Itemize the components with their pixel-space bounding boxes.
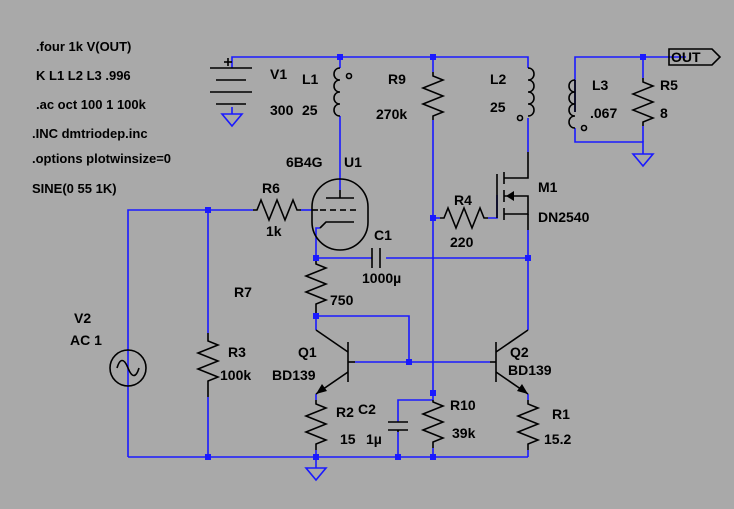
ground-symbol-main [304, 457, 328, 482]
v1-value[interactable]: 300 [270, 102, 294, 118]
l1-value[interactable]: 25 [302, 102, 318, 118]
wire-q1-base-link[interactable] [316, 315, 410, 362]
ground-symbol-r5 [631, 153, 655, 168]
l2-value[interactable]: 25 [490, 99, 506, 115]
r5-name[interactable]: R5 [660, 77, 678, 93]
wire-r4-gate[interactable] [488, 195, 498, 219]
resistor-r2-symbol[interactable] [303, 400, 329, 450]
wire-out-bottom[interactable] [574, 128, 644, 154]
u1-name[interactable]: U1 [344, 154, 362, 170]
l2-name[interactable]: L2 [490, 71, 507, 87]
ground-symbol-v1 [220, 113, 244, 128]
mosfet-m1-symbol[interactable] [496, 152, 529, 230]
r10-name[interactable]: R10 [450, 397, 476, 413]
q1-model[interactable]: BD139 [272, 367, 316, 383]
v2-name[interactable]: V2 [74, 310, 91, 326]
q2-name[interactable]: Q2 [510, 344, 529, 360]
r1-value[interactable]: 15.2 [544, 431, 571, 447]
capacitor-c2-symbol[interactable] [388, 421, 408, 432]
u1-model[interactable]: 6B4G [286, 154, 323, 170]
l3-name[interactable]: L3 [592, 77, 609, 93]
r3-name[interactable]: R3 [228, 344, 246, 360]
directive-ac[interactable]: .ac oct 100 1 100k [36, 97, 147, 112]
r2-name[interactable]: R2 [336, 404, 354, 420]
v2-source-function[interactable]: SINE(0 55 1K) [32, 181, 117, 196]
resistor-r7-symbol[interactable] [303, 258, 329, 316]
v1-name[interactable]: V1 [270, 66, 287, 82]
r7-name[interactable]: R7 [234, 284, 252, 300]
inductor-l3-symbol[interactable] [568, 79, 588, 132]
battery-v1-symbol[interactable] [210, 58, 252, 105]
transistor-q1-symbol[interactable] [315, 329, 355, 395]
r5-value[interactable]: 8 [660, 105, 668, 121]
directive-four[interactable]: .four 1k V(OUT) [36, 39, 131, 54]
r1-name[interactable]: R1 [552, 406, 570, 422]
r9-value[interactable]: 270k [376, 106, 407, 122]
wires [127, 56, 686, 458]
resistor-r3-symbol[interactable] [195, 333, 221, 397]
transistor-q2-symbol[interactable] [490, 329, 529, 395]
r10-value[interactable]: 39k [452, 425, 476, 441]
resistor-r1-symbol[interactable] [515, 400, 541, 450]
resistor-r10-symbol[interactable] [420, 400, 446, 448]
resistor-r9-symbol[interactable] [420, 72, 446, 120]
wire-input-left[interactable] [127, 209, 253, 457]
r7-value[interactable]: 750 [330, 292, 354, 308]
inductor-l2-symbol[interactable] [516, 67, 535, 122]
component-labels: V1 300 L1 25 R9 270k L2 25 L3 .067 R5 8 … [70, 66, 678, 447]
inductor-l1-symbol[interactable] [333, 67, 353, 117]
q1-name[interactable]: Q1 [298, 344, 317, 360]
spice-directives: .four 1k V(OUT) K L1 L2 L3 .996 .ac oct … [32, 39, 171, 196]
resistor-r6-symbol[interactable] [253, 197, 301, 223]
triode-u1-symbol[interactable] [311, 178, 369, 251]
c2-value[interactable]: 1µ [366, 431, 382, 447]
directive-include[interactable]: .INC dmtriodep.inc [32, 126, 148, 141]
r6-name[interactable]: R6 [262, 180, 280, 196]
r9-name[interactable]: R9 [388, 71, 406, 87]
out-port-flag[interactable]: OUT [668, 48, 722, 66]
l3-value[interactable]: .067 [590, 105, 617, 121]
directive-options[interactable]: .options plotwinsize=0 [32, 151, 171, 166]
c1-name[interactable]: C1 [374, 227, 392, 243]
c1-value[interactable]: 1000µ [362, 270, 401, 286]
directive-coupling[interactable]: K L1 L2 L3 .996 [36, 68, 131, 83]
c2-name[interactable]: C2 [358, 401, 376, 417]
out-port-label: OUT [671, 49, 701, 65]
wire-cathode[interactable] [315, 227, 320, 258]
q2-model[interactable]: BD139 [508, 362, 552, 378]
resistor-r4-symbol[interactable] [440, 205, 488, 231]
wire-c2-top[interactable] [397, 399, 433, 422]
m1-model[interactable]: DN2540 [538, 209, 590, 225]
junction-nodes [205, 54, 646, 460]
v2-value[interactable]: AC 1 [70, 332, 102, 348]
ac-source-v2-symbol[interactable] [109, 349, 147, 387]
r4-value[interactable]: 220 [450, 234, 474, 250]
r2-value[interactable]: 15 [340, 431, 356, 447]
r3-value[interactable]: 100k [220, 367, 251, 383]
capacitor-c1-symbol[interactable] [371, 248, 381, 268]
r6-value[interactable]: 1k [266, 223, 282, 239]
m1-name[interactable]: M1 [538, 179, 558, 195]
r4-name[interactable]: R4 [454, 192, 472, 208]
l1-name[interactable]: L1 [302, 71, 319, 87]
resistor-r5-symbol[interactable] [630, 78, 656, 126]
